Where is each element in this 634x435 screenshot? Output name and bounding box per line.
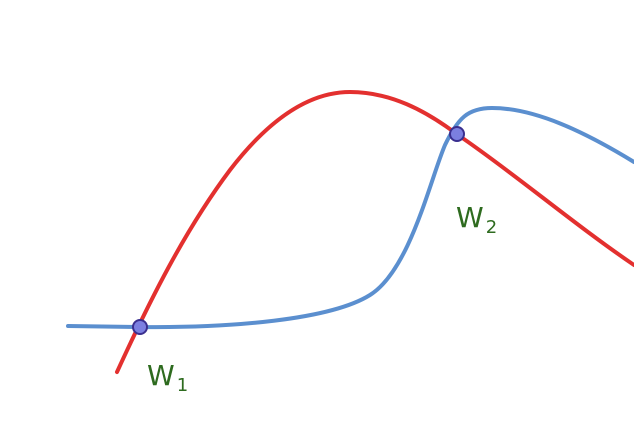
- label-w2-subscript: 2: [485, 217, 498, 238]
- red-curve: [115, 90, 634, 374]
- label-w1-subscript: 1: [176, 375, 189, 396]
- label-w1-main: W: [147, 359, 175, 392]
- blue-curve: [66, 106, 634, 330]
- intersection-point-w1: [132, 319, 148, 335]
- label-w2-main: W: [456, 201, 484, 234]
- intersection-point-w2: [449, 126, 465, 142]
